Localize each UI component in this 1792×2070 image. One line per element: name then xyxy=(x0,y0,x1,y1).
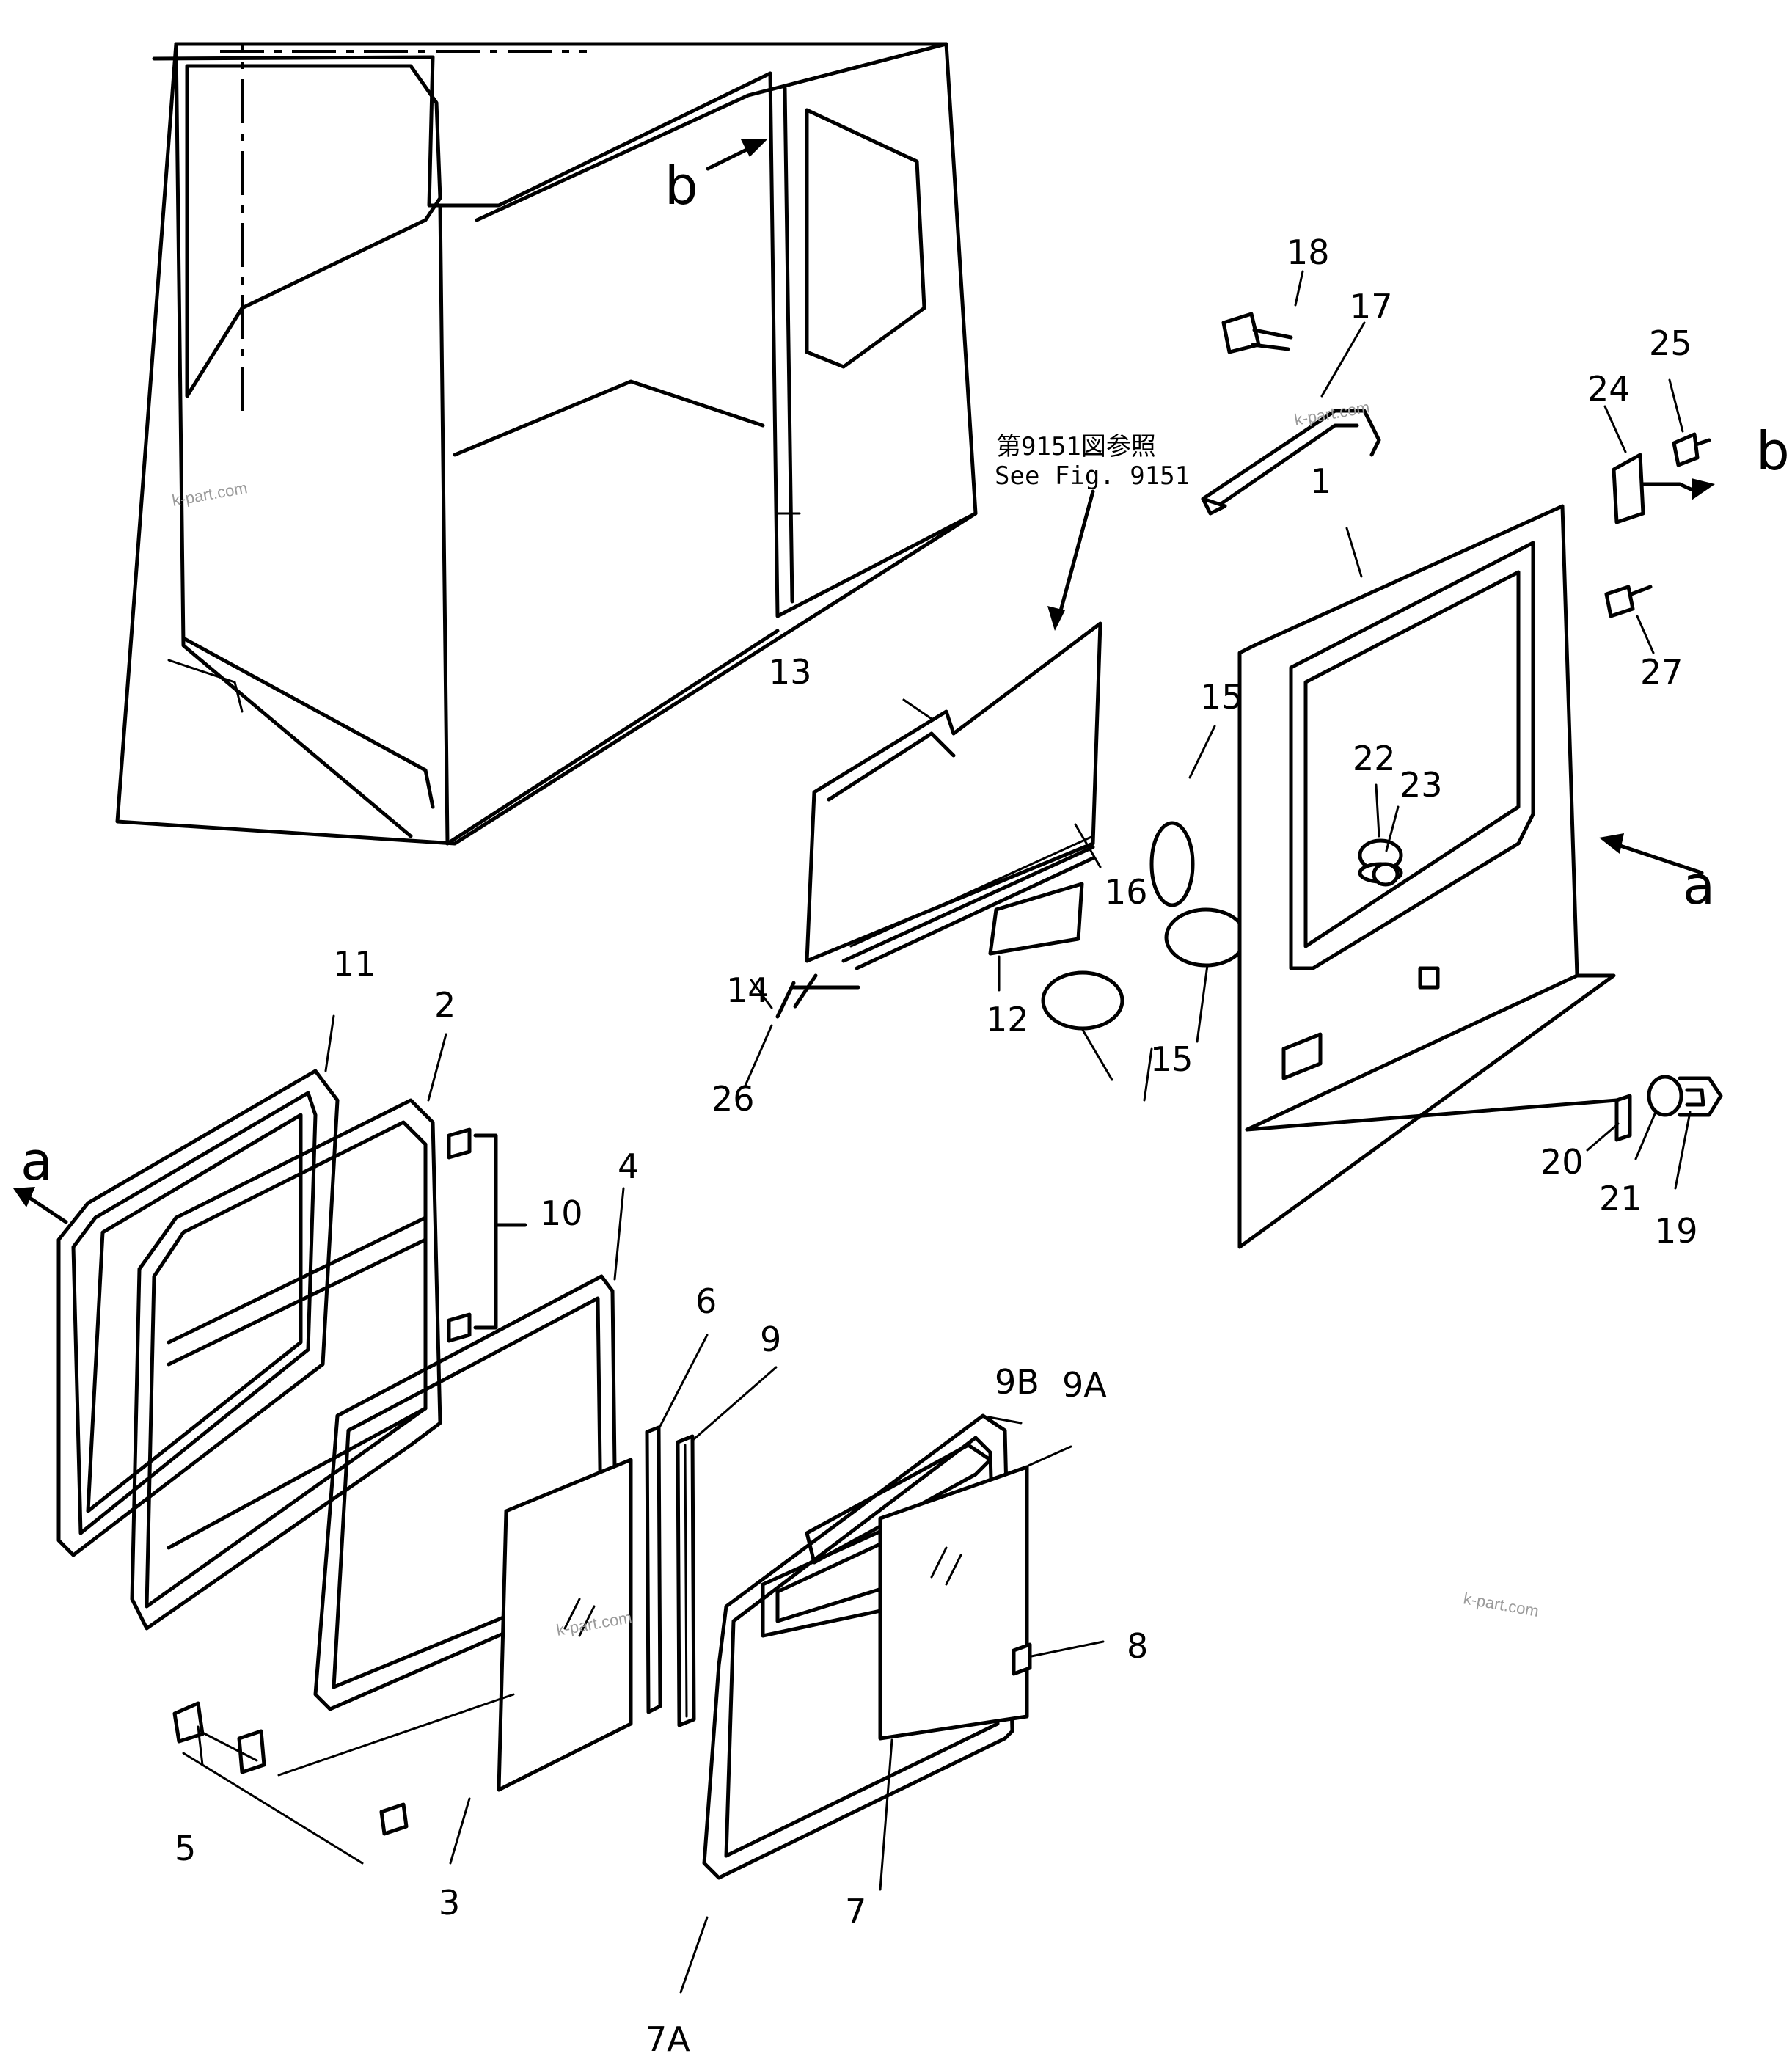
reference-english: See Fig. 9151 xyxy=(995,461,1190,491)
view-marker-b-top: b xyxy=(665,139,767,216)
callout-11: 11 xyxy=(333,944,376,984)
callout-4: 4 xyxy=(618,1146,639,1186)
window-glass xyxy=(497,1458,633,1792)
window-frame xyxy=(130,1098,442,1631)
callout-7a: 7A xyxy=(646,2019,690,2059)
view-marker-a-left: a xyxy=(13,1130,68,1224)
callout-9b: 9B xyxy=(995,1362,1039,1402)
inner-panel-assembly xyxy=(775,621,1248,1031)
grab-handle xyxy=(1201,312,1381,516)
marker-label: a xyxy=(1683,855,1715,916)
callout-26: 26 xyxy=(712,1079,755,1119)
callout-24: 24 xyxy=(1587,369,1631,409)
callout-13: 13 xyxy=(769,652,812,692)
callout-27: 27 xyxy=(1640,652,1683,692)
callout-15-lower: 15 xyxy=(1150,1039,1193,1079)
hinge-lower xyxy=(172,1693,515,1865)
callout-2: 2 xyxy=(434,985,456,1025)
callout-17: 17 xyxy=(1350,287,1393,326)
hinge-assembly: b xyxy=(1604,420,1790,618)
callout-22: 22 xyxy=(1353,739,1396,778)
cab-frame xyxy=(115,42,978,846)
callout-14: 14 xyxy=(726,970,769,1010)
reference-japanese: 第9151図参照 xyxy=(996,432,1156,461)
leader-lines xyxy=(197,270,1692,1994)
sliding-window xyxy=(702,1413,1032,1880)
watermark: k-part.com xyxy=(1293,398,1372,429)
callout-9a: 9A xyxy=(1062,1365,1107,1405)
callout-7: 7 xyxy=(845,1892,866,1931)
callout-labels: 1 2 3 4 5 6 7 7A 8 9 9A 9B 10 11 12 13 1… xyxy=(175,233,1698,2059)
view-marker-a-right: a xyxy=(1599,833,1715,916)
callout-15-upper: 15 xyxy=(1200,677,1243,717)
marker-label: b xyxy=(1756,420,1790,482)
strips xyxy=(645,1425,696,1727)
callout-23: 23 xyxy=(1400,765,1443,805)
marker-label: b xyxy=(665,155,698,216)
figure-reference: 第9151図参照 See Fig. 9151 xyxy=(995,432,1190,631)
callout-25: 25 xyxy=(1649,323,1692,363)
clips xyxy=(447,1127,527,1343)
callout-21: 21 xyxy=(1599,1179,1642,1218)
latch-hardware xyxy=(1245,1075,1723,1142)
callout-1: 1 xyxy=(1310,461,1331,501)
callout-10: 10 xyxy=(540,1193,583,1233)
marker-label: a xyxy=(21,1130,53,1192)
callout-3: 3 xyxy=(439,1883,460,1923)
callout-18: 18 xyxy=(1287,233,1330,272)
callout-20: 20 xyxy=(1540,1142,1584,1182)
watermark: k-part.com xyxy=(1462,1589,1540,1620)
callout-9: 9 xyxy=(760,1320,781,1359)
callout-5: 5 xyxy=(175,1829,196,1868)
callout-8: 8 xyxy=(1127,1626,1148,1666)
door-panel xyxy=(1237,504,1616,1249)
callout-6: 6 xyxy=(695,1281,717,1321)
callout-12: 12 xyxy=(986,1000,1029,1039)
window-seal xyxy=(56,1069,340,1557)
callout-19: 19 xyxy=(1655,1211,1698,1251)
callout-16: 16 xyxy=(1105,872,1148,912)
